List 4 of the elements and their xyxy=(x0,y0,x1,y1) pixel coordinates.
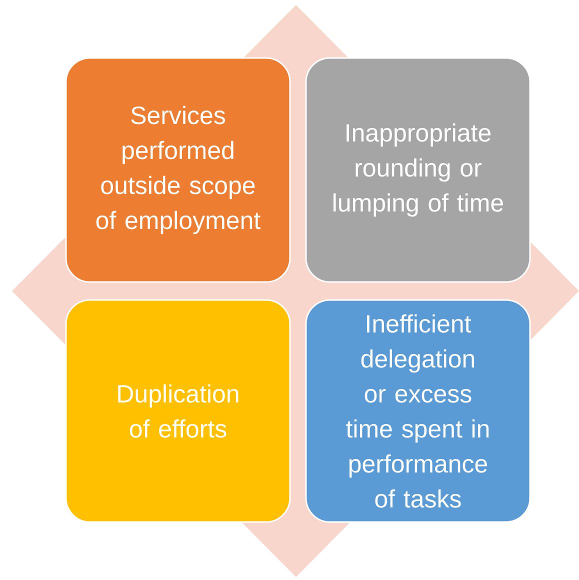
rounded-box: Inappropriate rounding or lumping of time xyxy=(305,57,531,283)
rounded-box: Inefficient delegation or excess time spent in performance of tasks xyxy=(305,299,531,523)
rounded-box: Services performed outside scope of employment xyxy=(65,57,291,283)
rounded-box: Duplication of efforts xyxy=(65,299,291,523)
